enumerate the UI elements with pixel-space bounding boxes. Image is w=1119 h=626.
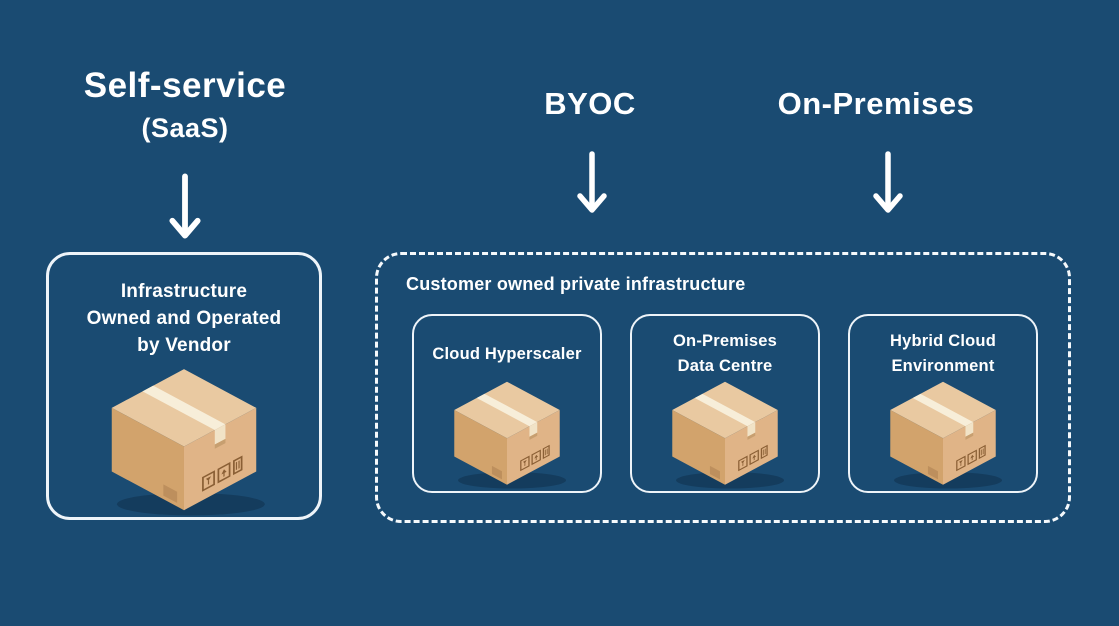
- byoc-title: BYOC: [544, 86, 636, 121]
- vendor-label-line-1: Infrastructure: [120, 281, 248, 302]
- saas-subtitle: (SaaS): [141, 113, 229, 143]
- customer-container-label: Customer owned private infrastructure: [406, 274, 746, 294]
- label-line: On-Premises: [673, 332, 777, 351]
- hybrid-cloud-environment-box: Hybrid Cloud Environment: [848, 314, 1038, 493]
- label-line: Environment: [891, 357, 995, 375]
- cloud-hyperscaler-label: Cloud Hyperscaler: [432, 328, 581, 380]
- onprem-title: On-Premises: [777, 86, 975, 121]
- vendor-box-label: Infrastructure Owned and Operated by Ven…: [87, 279, 282, 360]
- label-line: Data Centre: [677, 357, 773, 375]
- on-premises-data-centre-label: On-Premises Data Centre: [673, 328, 777, 380]
- cloud-hyperscaler-box: Cloud Hyperscaler: [412, 314, 602, 493]
- hybrid-cloud-environment-label: Hybrid Cloud Environment: [890, 328, 996, 380]
- on-premises-data-centre-box: On-Premises Data Centre: [630, 314, 820, 493]
- vendor-label-line-3: by Vendor: [137, 334, 231, 356]
- cardboard-box-illustration: [662, 378, 788, 491]
- down-arrow-icon: [870, 149, 906, 215]
- down-arrow-icon: [574, 149, 610, 215]
- cardboard-box-illustration: [98, 364, 270, 519]
- label-line: Hybrid Cloud: [890, 332, 996, 351]
- saas-column-header: Self-service (SaaS): [30, 66, 340, 144]
- cardboard-box-illustration: [880, 378, 1006, 491]
- saas-title: Self-service: [83, 66, 287, 105]
- customer-boxes-row: Cloud Hyperscaler On-Premises Data Centr…: [412, 314, 1038, 493]
- customer-infrastructure-container: Customer owned private infrastructure Cl…: [375, 252, 1071, 523]
- vendor-label-line-2: Owned and Operated: [86, 307, 282, 329]
- down-arrow-icon: [166, 170, 204, 242]
- label-line: Cloud Hyperscaler: [432, 344, 582, 363]
- cardboard-box-illustration: [444, 378, 570, 491]
- vendor-infrastructure-box: Infrastructure Owned and Operated by Ven…: [46, 252, 322, 520]
